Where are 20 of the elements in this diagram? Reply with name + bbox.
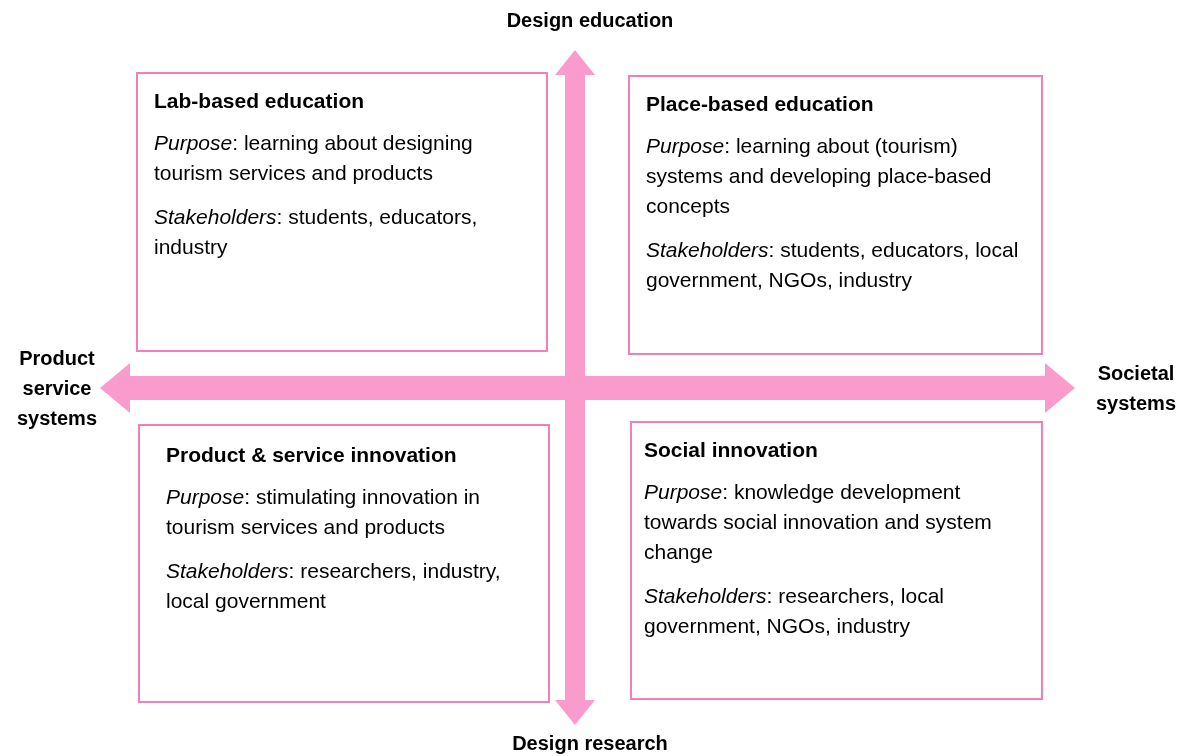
- stakeholders-text: Stakeholders: students, educators, local government, NGOs, industry: [646, 237, 1020, 293]
- purpose-text: Purpose: learning about (tourism) systems and developing place-based concepts: [646, 133, 993, 219]
- purpose-text: Purpose: learning about designing tourism services and products: [154, 130, 474, 186]
- stakeholders-text: Stakeholders: researchers, local government, NGOs, industry: [644, 583, 945, 639]
- quadrant-heading: Place-based education: [646, 91, 875, 117]
- quadrant-heading: Social innovation: [644, 437, 819, 463]
- axis-label: Product service systems: [15, 346, 99, 431]
- axis-label: Design education: [505, 8, 675, 33]
- stakeholders-text: Stakeholders: researchers, industry, local government: [166, 558, 502, 614]
- quadrant-box: [136, 72, 548, 352]
- quadrant-box: [630, 421, 1043, 700]
- purpose-text: Purpose: knowledge development towards social innovation and system change: [644, 479, 993, 565]
- quadrant-box: [138, 424, 550, 703]
- stakeholders-text: Stakeholders: students, educators, industry: [154, 204, 479, 260]
- quadrant-heading: Product & service innovation: [166, 442, 458, 468]
- axis-label: Design research: [511, 731, 669, 756]
- purpose-text: Purpose: stimulating innovation in tourism services and products: [166, 484, 482, 540]
- axis-label: Societal systems: [1094, 361, 1178, 416]
- quadrant-box: [628, 75, 1043, 355]
- quadrant-heading: Lab-based education: [154, 88, 366, 114]
